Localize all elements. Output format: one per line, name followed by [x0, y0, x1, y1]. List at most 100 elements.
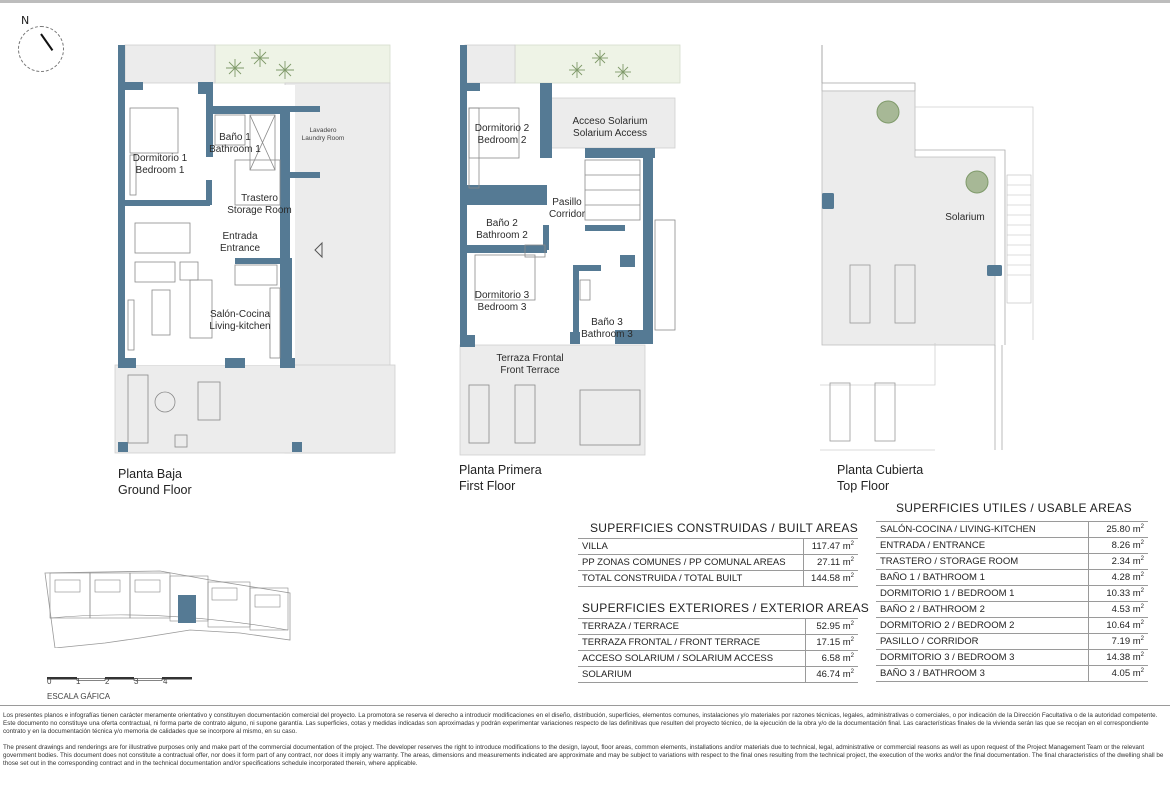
area-value: 7.19 m2: [1087, 633, 1148, 650]
footer-divider: [0, 705, 1170, 706]
area-label: SALÓN-COCINA / LIVING-KITCHEN: [876, 521, 1089, 538]
north-label: N: [21, 14, 30, 27]
area-label: TERRAZA FRONTAL / FRONT TERRACE: [578, 634, 806, 651]
floor-title-en: Top Floor: [837, 479, 890, 493]
room-name-es: Pasillo: [552, 197, 582, 208]
first-floor-plan: Dormitorio 2 Bedroom 2 Acceso Solarium S…: [455, 40, 685, 460]
room-name-en: Storage Room: [227, 205, 292, 216]
room-label-front-terrace: Terraza Frontal Front Terrace: [480, 353, 580, 377]
area-value: 27.11 m2: [802, 554, 858, 571]
floor-title-en: Ground Floor: [118, 483, 192, 497]
area-label: SOLARIUM: [578, 666, 806, 683]
room-label-corridor: Pasillo Corridor: [542, 197, 592, 221]
area-label: BAÑO 3 / BATHROOM 3: [876, 665, 1089, 682]
floor-title-en: First Floor: [459, 479, 516, 493]
area-label: TERRAZA / TERRACE: [578, 618, 806, 635]
floor-title-es: Planta Primera: [459, 463, 542, 477]
highlighted-unit: [178, 595, 196, 623]
room-name-es: Dormitorio 3: [474, 290, 530, 301]
room-name-es: Baño 3: [591, 317, 623, 328]
first-floor-drawing: [459, 44, 681, 456]
room-name-en: Entrance: [219, 243, 261, 254]
room-label-storage: Trastero Storage Room: [222, 193, 297, 217]
area-label: ENTRADA / ENTRANCE: [876, 537, 1089, 554]
area-value: 10.33 m2: [1087, 585, 1148, 602]
room-label-bathroom-1: Baño 1 Bathroom 1: [205, 132, 265, 156]
room-label-living-kitchen: Salón-Cocina Living-kitchen: [205, 309, 275, 333]
disclaimer-en: The present drawings and renderings are …: [3, 744, 1164, 768]
ground-floor-plan: Dormitorio 1 Bedroom 1 Baño 1 Bathroom 1…: [110, 40, 400, 460]
room-name-en: Bathroom 1: [209, 144, 261, 155]
room-name-es: Solarium: [945, 212, 985, 223]
area-value: 4.53 m2: [1087, 601, 1148, 618]
floor-title-es: Planta Cubierta: [837, 463, 924, 477]
room-label-laundry: Lavadero Laundry Room: [298, 127, 348, 143]
room-label-bedroom-3: Dormitorio 3 Bedroom 3: [467, 290, 537, 314]
area-value: 4.05 m2: [1087, 665, 1148, 682]
room-name-es: Dormitorio 1: [132, 153, 188, 164]
exterior-areas-title: SUPERFICIES EXTERIORES / EXTERIOR AREAS: [582, 601, 870, 615]
room-label-bedroom-2: Dormitorio 2 Bedroom 2: [467, 123, 537, 147]
room-name-en: Bedroom 1: [135, 165, 185, 176]
room-label-bathroom-3: Baño 3 Bathroom 3: [577, 317, 637, 341]
area-label: DORMITORIO 1 / BEDROOM 1: [876, 585, 1089, 602]
compass-ring: [18, 26, 64, 72]
room-label-bedroom-1: Dormitorio 1 Bedroom 1: [125, 153, 195, 177]
area-label: PASILLO / CORRIDOR: [876, 633, 1089, 650]
area-value: 14.38 m2: [1087, 649, 1148, 666]
area-value: 8.26 m2: [1087, 537, 1148, 554]
site-location-map: [40, 568, 295, 649]
room-label-bathroom-2: Baño 2 Bathroom 2: [467, 218, 537, 242]
plant-icon: [569, 50, 631, 80]
room-name-es: Baño 1: [219, 132, 251, 143]
built-areas-title: SUPERFICIES CONSTRUIDAS / BUILT AREAS: [590, 521, 859, 535]
room-name-es: Trastero: [241, 193, 278, 204]
ground-floor-drawing: [114, 44, 396, 454]
room-name-en: Corridor: [548, 209, 586, 220]
area-value: 10.64 m2: [1087, 617, 1148, 634]
area-label: DORMITORIO 2 / BEDROOM 2: [876, 617, 1089, 634]
room-name-es: Lavadero: [309, 127, 337, 134]
area-value: 144.58 m2: [802, 570, 858, 587]
area-value: 2.34 m2: [1087, 553, 1148, 570]
scale-tick: 2: [105, 677, 110, 686]
area-label: PP ZONAS COMUNES / PP COMUNAL AREAS: [578, 554, 804, 571]
area-value: 17.15 m2: [804, 634, 858, 651]
floor-title-es: Planta Baja: [118, 467, 182, 481]
area-value: 46.74 m2: [804, 666, 858, 683]
area-label: VILLA: [578, 538, 804, 555]
room-name-es: Baño 2: [486, 218, 518, 229]
area-value: 4.28 m2: [1087, 569, 1148, 586]
top-floor-plan: Solarium: [815, 40, 1035, 460]
floor-title-top: Planta Cubierta Top Floor: [837, 462, 923, 494]
top-floor-drawing: [820, 45, 1034, 451]
room-name-en: Living-kitchen: [209, 321, 271, 332]
room-name-en: Bathroom 3: [581, 329, 633, 340]
room-label-solarium-access: Acceso Solarium Solarium Access: [560, 116, 660, 140]
floor-title-ground: Planta Baja Ground Floor: [118, 466, 192, 498]
plant-icon: [226, 49, 294, 79]
room-label-entrance: Entrada Entrance: [215, 231, 265, 255]
area-label: DORMITORIO 3 / BEDROOM 3: [876, 649, 1089, 666]
area-label: TRASTERO / STORAGE ROOM: [876, 553, 1089, 570]
area-label: BAÑO 1 / BATHROOM 1: [876, 569, 1089, 586]
